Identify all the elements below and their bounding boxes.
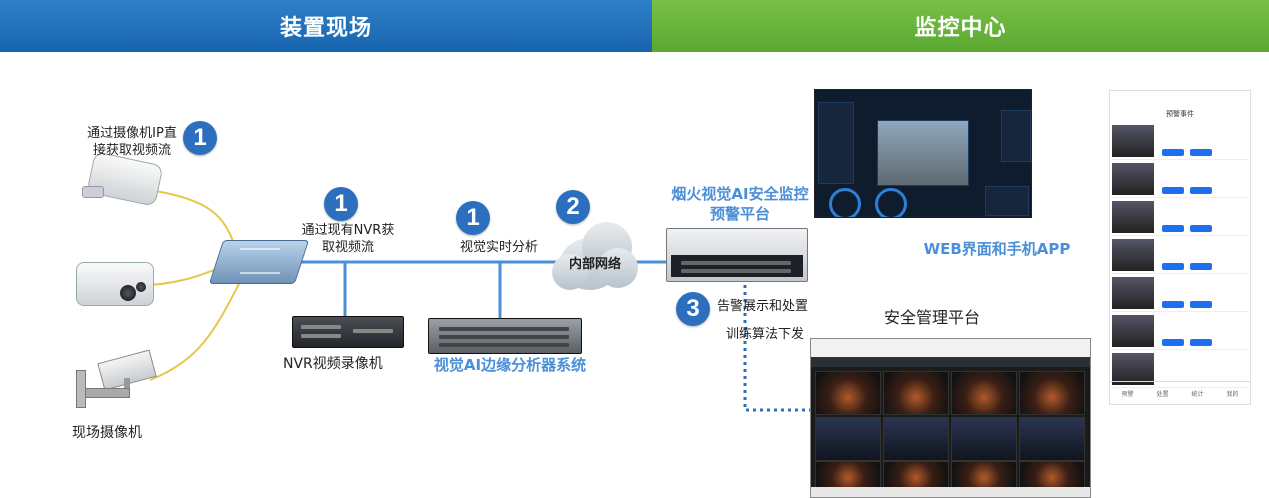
header-site: 装置现场 [0,0,652,52]
intranet-label: 内部网络 [568,257,621,272]
platform-server-icon [666,228,808,282]
header-monitor-title: 监控中心 [914,16,1007,41]
nvr-server-icon [292,316,404,348]
mobile-app-screenshot: 预警事件 预警 处置 统计 我的 [1109,90,1251,405]
phone-tab: 统计 [1191,390,1204,398]
alarm-label: 告警展示和处置 [717,299,809,314]
step-badge-realtime: 1 [456,201,490,235]
train-label: 训练算法下发 [726,327,805,342]
step-badge-ip: 1 [183,121,217,155]
web-dashboard-screenshot [814,89,1032,218]
phone-tab: 预警 [1121,390,1134,398]
step-badge-intranet: 2 [556,190,590,224]
header-site-title: 装置现场 [279,16,372,41]
site-cameras-label: 现场摄像机 [72,425,142,441]
web-app-label: WEB界面和手机APP [923,240,1071,258]
header-monitor: 监控中心 [652,0,1269,52]
nvr-stream-label: 通过现有NVR获 取视频流 [301,223,395,255]
phone-tabbar: 预警 处置 统计 我的 [1110,381,1250,404]
nvr-label: NVR视频录像机 [283,356,383,372]
phone-tab: 处置 [1156,390,1169,398]
step-badge-alarm: 3 [676,292,710,326]
phone-title: 预警事件 [1166,110,1194,118]
mgmt-label: 安全管理平台 [884,308,981,327]
step-badge-nvr: 1 [324,187,358,221]
platform-title: 烟火视觉AI安全监控 预警平台 [671,185,809,223]
switch-arrows [240,248,280,274]
management-platform-screenshot [810,338,1091,498]
edge-label: 视觉AI边缘分析器系统 [433,356,587,374]
phone-tab: 我的 [1226,390,1239,398]
ip-stream-label: 通过摄像机IP直 接获取视频流 [87,126,177,158]
realtime-label: 视觉实时分析 [460,240,539,255]
edge-analyzer-server-icon [428,318,582,354]
